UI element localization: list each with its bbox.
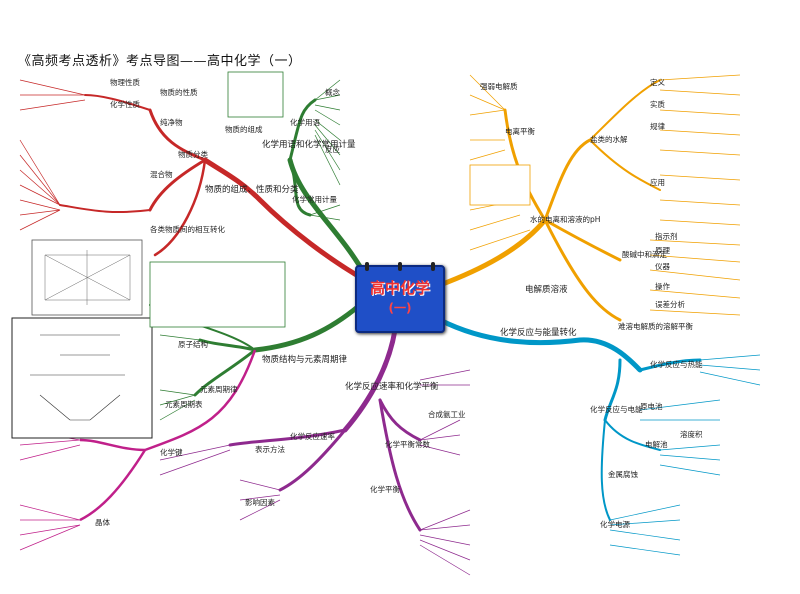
branch-rate bbox=[342, 327, 398, 433]
branch-electrolyte-sub5 bbox=[589, 79, 661, 141]
label-concept: 概念 bbox=[325, 88, 340, 97]
branch-electrolyte-sub6 bbox=[589, 139, 661, 191]
branch-terms-sub1 bbox=[288, 98, 317, 162]
branch-label-terms: 化学用语和化学常用计量 bbox=[262, 140, 356, 150]
label-mixture: 混合物 bbox=[150, 170, 173, 179]
label-corrosion: 金属腐蚀 bbox=[608, 470, 638, 479]
center-title: 高中化学 bbox=[369, 279, 430, 297]
label-physical-property: 物理性质 bbox=[110, 78, 140, 87]
branch-label-structure: 物质结构与元素周期律 bbox=[262, 355, 348, 365]
equilibrium-diagram-box bbox=[469, 164, 531, 206]
label-salt-hydrolysis: 盐类的水解 bbox=[590, 135, 628, 144]
label-chem-power: 化学电源 bbox=[600, 520, 630, 529]
branch-heat-sub4 bbox=[600, 419, 611, 521]
label-elements: 元素周期律 bbox=[200, 385, 238, 394]
label-hydrolysis-def: 定义 bbox=[650, 78, 665, 87]
label-property-of-matter: 物质的性质 bbox=[160, 88, 198, 97]
label-rate-reaction: 化学反应速率 bbox=[290, 432, 335, 441]
label-equilibrium-const: 化学平衡常数 bbox=[385, 440, 430, 449]
label-indicator: 指示剂 bbox=[655, 232, 678, 241]
atom-structure-box bbox=[11, 317, 153, 439]
branch-label-composition: 物质的组成、性质和分类 bbox=[205, 185, 299, 195]
branch-composition-sub3 bbox=[153, 158, 207, 257]
branch-composition-sub2 bbox=[148, 158, 207, 212]
label-precipitation: 难溶电解质的溶解平衡 bbox=[618, 322, 693, 331]
branch-heat-sub1 bbox=[638, 358, 702, 372]
branch-structure bbox=[252, 302, 363, 353]
label-ksp: 溶度积 bbox=[680, 430, 703, 439]
label-hydrolysis-essence: 实质 bbox=[650, 100, 665, 109]
label-atom-structure: 原子结构 bbox=[178, 340, 208, 349]
label-chemical-property: 化学性质 bbox=[110, 100, 140, 109]
mol-diagram-box bbox=[149, 261, 286, 328]
label-electro: 化学反应与电能 bbox=[590, 405, 643, 414]
label-instrument: 仪器 bbox=[655, 262, 670, 271]
label-water-ion: 水的电离和溶液的pH bbox=[530, 215, 601, 224]
label-terms: 化学用语 bbox=[290, 118, 320, 127]
label-composition-of-matter: 物质的组成 bbox=[225, 125, 263, 134]
label-matter-class: 物质分类 bbox=[178, 150, 208, 159]
page-title: 《高频考点透析》考点导图——高中化学（一） bbox=[18, 54, 302, 69]
label-synthesis: 合成氨工业 bbox=[428, 410, 466, 419]
label-conversion: 各类物质间的相互转化 bbox=[150, 225, 225, 234]
branch-electrolyte-sub1 bbox=[543, 138, 592, 222]
label-reaction: 反应 bbox=[325, 145, 340, 154]
label-strong-weak: 强弱电解质 bbox=[480, 82, 518, 91]
branch-label-electrolyte: 电解质溶液 bbox=[525, 285, 568, 295]
label-ionization: 电离平衡 bbox=[505, 127, 535, 136]
branch-label-rate: 化学反应速率和化学平衡 bbox=[345, 382, 439, 392]
label-rate-express: 表示方法 bbox=[255, 445, 285, 454]
branch-heat-sub2 bbox=[603, 358, 622, 422]
branch-structure-sub2 bbox=[193, 348, 257, 397]
label-chem-bond: 化学键 bbox=[160, 448, 183, 457]
label-periodic-table: 元素周期表 bbox=[165, 400, 203, 409]
label-heat-reaction: 化学反应与热能 bbox=[650, 360, 703, 369]
label-hydrolysis-law: 规律 bbox=[650, 122, 665, 131]
label-error: 误差分析 bbox=[655, 300, 685, 309]
branch-composition bbox=[202, 157, 368, 283]
label-rate-factors: 影响因素 bbox=[245, 498, 275, 507]
branch-electrolyte-sub3 bbox=[543, 218, 622, 322]
label-electrolysis: 电解池 bbox=[645, 440, 668, 449]
label-equilibrium: 化学平衡 bbox=[370, 485, 400, 494]
branch-structure-sub1 bbox=[198, 338, 257, 352]
label-operation: 操作 bbox=[655, 282, 670, 291]
label-crystal: 晶体 bbox=[95, 518, 110, 527]
binder-rings bbox=[365, 262, 435, 271]
label-principle: 原理 bbox=[655, 246, 670, 255]
center-node: 高中化学 (一) bbox=[355, 262, 445, 333]
label-chem-calc: 化学常用计量 bbox=[292, 195, 337, 204]
branch-rate-sub3 bbox=[378, 398, 422, 442]
branch-composition-sub1 bbox=[148, 108, 207, 162]
center-subtitle: (一) bbox=[388, 301, 412, 315]
branch-electrolyte-sub2 bbox=[543, 218, 622, 262]
branch-rate-sub1 bbox=[278, 428, 347, 492]
label-galvanic: 原电池 bbox=[640, 402, 663, 411]
branch-label-heat: 化学反应与能量转化 bbox=[500, 328, 577, 338]
label-titration: 酸碱中和滴定 bbox=[622, 250, 667, 259]
branch-electrolyte bbox=[437, 217, 548, 288]
terms-diagram-box bbox=[227, 71, 284, 118]
label-hydrolysis-app: 应用 bbox=[650, 178, 665, 187]
branch-heat bbox=[437, 317, 643, 373]
branch-rate-sub2 bbox=[228, 428, 347, 447]
branch-heat-sub3 bbox=[604, 419, 661, 451]
label-pure: 纯净物 bbox=[160, 118, 183, 127]
branch-terms-sub2 bbox=[288, 158, 312, 217]
branch-composition-sub4 bbox=[84, 94, 151, 111]
branch-composition-sub5 bbox=[59, 204, 151, 214]
branch-rate-sub4 bbox=[378, 398, 422, 532]
